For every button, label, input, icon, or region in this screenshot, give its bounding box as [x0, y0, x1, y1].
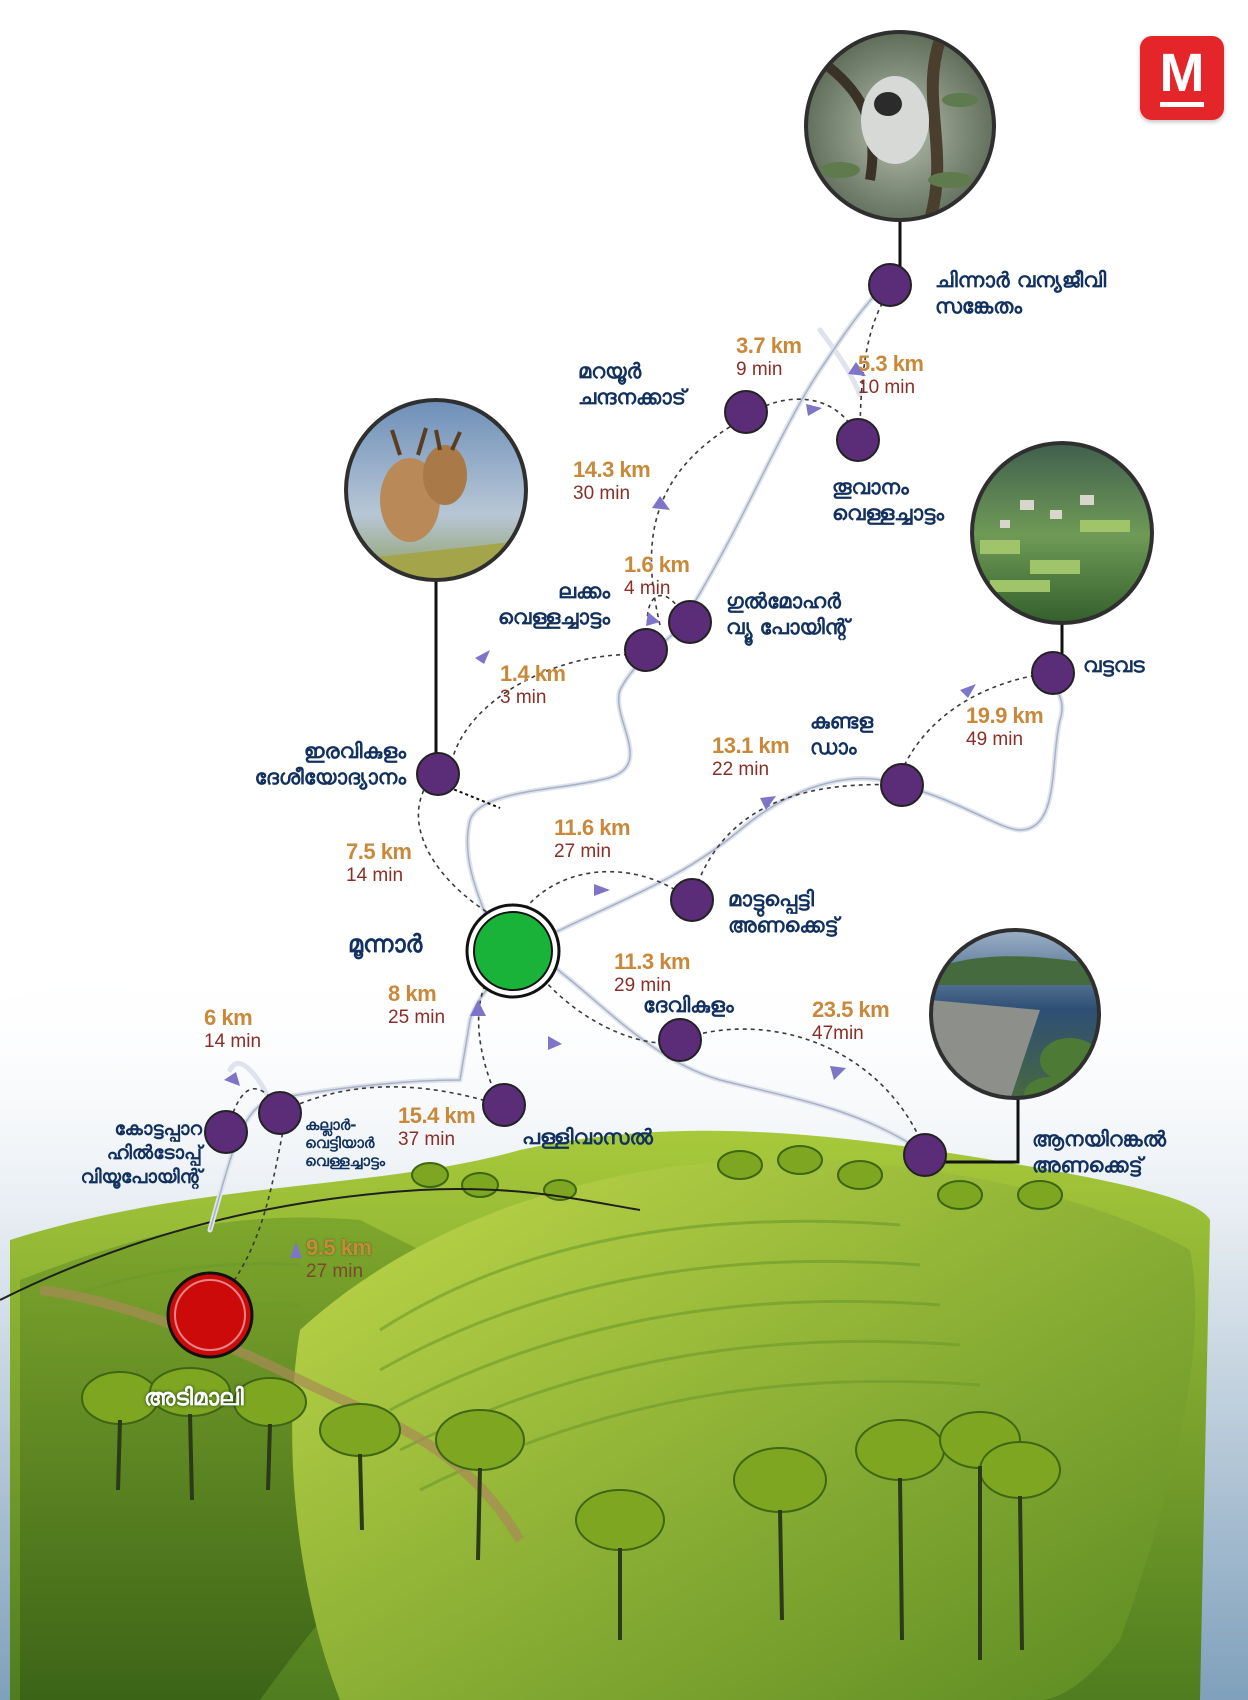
brand-logo[interactable]: M [1140, 36, 1224, 120]
photo-callouts [434, 218, 1064, 1164]
place-label-pallivasal: പള്ളിവാസൽ [522, 1125, 653, 1149]
place-label-mattupetty: മാട്ടുപ്പെട്ടിഅണക്കെട്ട് [728, 887, 839, 937]
terrace-village-photo [970, 441, 1154, 625]
marker-anayirangal [903, 1133, 947, 1177]
red-start-circle [166, 1271, 254, 1359]
place-label-eravikulam: ഇരവികുളംദേശീയോദ്യാനം [254, 739, 406, 789]
marker-kallar [258, 1091, 302, 1135]
marker-kundala [880, 763, 924, 807]
marker-mattupetty [670, 878, 714, 922]
marker-pallivasal [482, 1083, 526, 1127]
place-label-thoovanam: തൂവാനംവെള്ളച്ചാട്ടം [832, 475, 945, 525]
brand-logo-letter: M [1159, 43, 1205, 103]
marker-marayoor [724, 390, 768, 434]
marker-lakkam [624, 628, 668, 672]
marker-devikulam [658, 1018, 702, 1062]
marker-chinnar [868, 263, 912, 307]
place-label-devikulam: ദേവികുളം [643, 993, 734, 1017]
place-label-lakkam: ലക്കംവെള്ളച്ചാട്ടം [497, 579, 610, 629]
start-label: അടിമാലി [144, 1385, 244, 1411]
marker-kottappara [204, 1110, 248, 1154]
marker-thoovanam [836, 418, 880, 462]
marker-vattavada [1031, 651, 1075, 695]
green-hub-circle [465, 903, 561, 999]
place-label-chinnar: ചിന്നാർ വന്യജീവിസങ്കേതം [935, 268, 1107, 318]
poi-markers [204, 263, 1075, 1177]
hub-label: മൂന്നാർ [348, 930, 423, 958]
nilgiri-tahr-photo [344, 398, 528, 582]
marker-eravikulam [416, 752, 460, 796]
route-arrows [224, 362, 976, 1258]
place-label-vattavada: വട്ടവട [1083, 653, 1145, 677]
langur-photo [804, 30, 996, 222]
marker-gulmohar [668, 600, 712, 644]
